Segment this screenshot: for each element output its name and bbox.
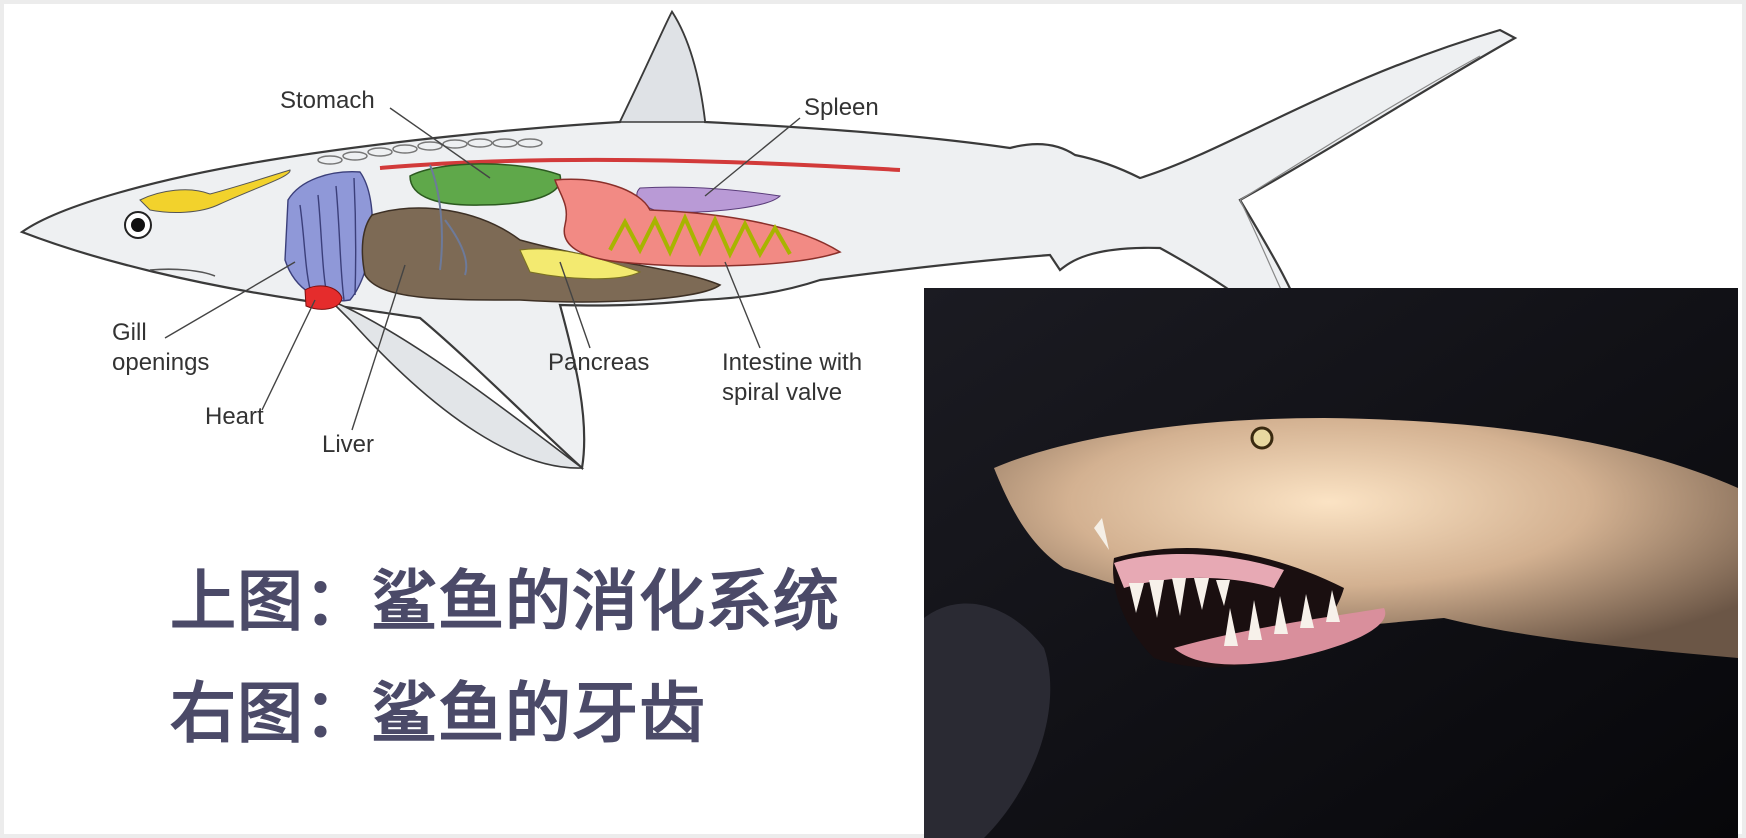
heart-label: Heart xyxy=(205,403,264,430)
stomach-label: Stomach xyxy=(280,87,375,114)
gill-label-line2: openings xyxy=(112,349,209,376)
pancreas-label: Pancreas xyxy=(548,349,649,376)
caption-shark-teeth: 右图：鲨鱼的牙齿 xyxy=(170,660,706,756)
liver-label: Liver xyxy=(322,431,374,458)
caption-digestive-system: 上图：鲨鱼的消化系统 xyxy=(170,548,840,644)
spleen-label: Spleen xyxy=(804,94,879,121)
gill-label-line1: Gill xyxy=(112,319,147,346)
intestine-label-line1: Intestine with xyxy=(722,349,862,376)
dorsal-fin xyxy=(620,12,705,122)
gills xyxy=(285,172,372,301)
shark-teeth-photo xyxy=(924,288,1738,838)
heart-leader xyxy=(262,300,315,410)
shark-eye xyxy=(1252,428,1272,448)
intestine-label-line2: spiral valve xyxy=(722,379,842,406)
shark-photo-art xyxy=(924,288,1738,838)
